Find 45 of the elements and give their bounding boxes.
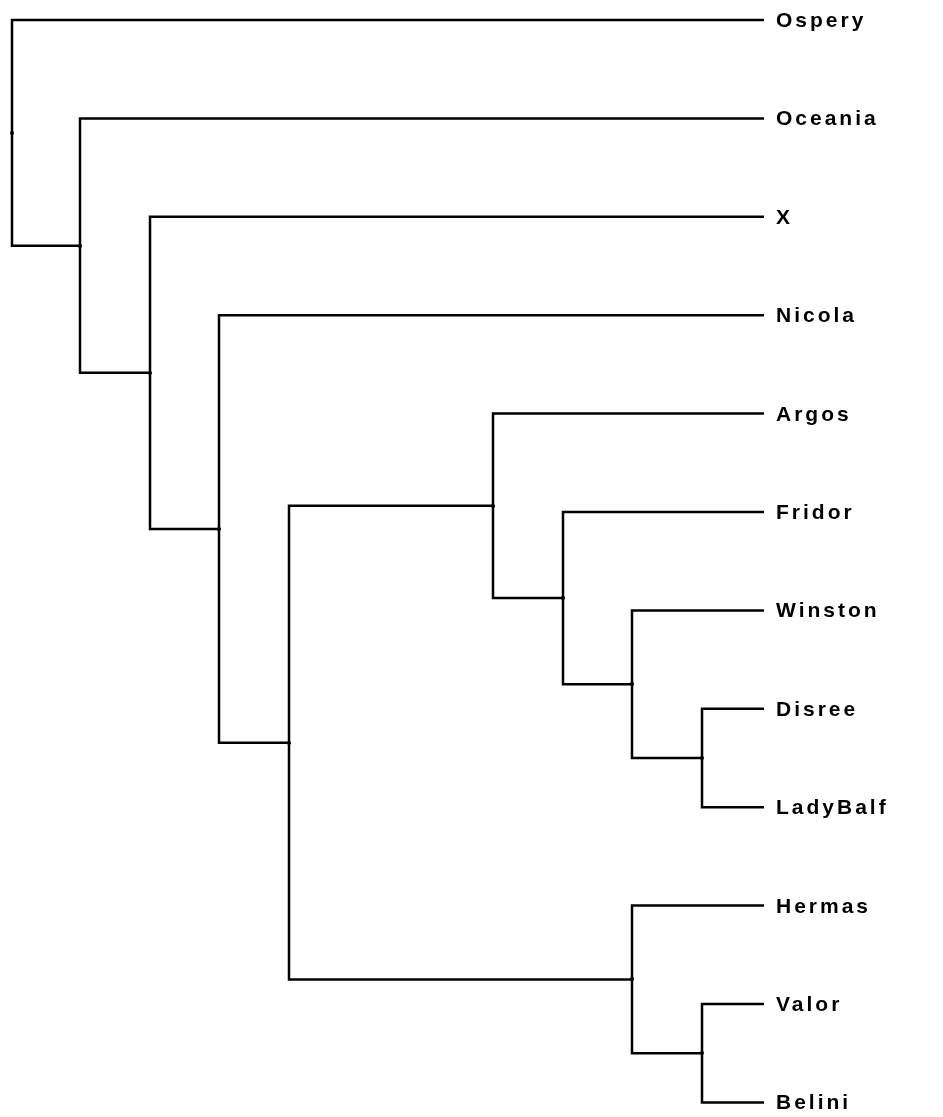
tree-branch bbox=[700, 1002, 764, 1054]
tree-branch bbox=[630, 609, 764, 685]
taxon-label: Hermas bbox=[764, 893, 872, 918]
branch-node bbox=[148, 370, 152, 375]
branch-node bbox=[10, 130, 14, 135]
branch-node bbox=[700, 1051, 704, 1056]
tree-branch bbox=[287, 742, 632, 981]
tree-branch bbox=[561, 510, 764, 599]
taxon-label: Belini bbox=[764, 1090, 852, 1115]
tree-branch bbox=[561, 598, 632, 686]
branch-node bbox=[630, 682, 634, 687]
branch-node bbox=[78, 243, 82, 248]
tree-branch bbox=[491, 505, 563, 600]
branch-node bbox=[491, 503, 495, 508]
taxon-label: Ospery bbox=[764, 8, 867, 32]
tree-branch bbox=[148, 372, 219, 531]
taxon-label: Valor bbox=[764, 992, 843, 1016]
tree-branch bbox=[700, 1053, 764, 1104]
taxon-label: LadyBalf bbox=[764, 795, 889, 820]
tree-branch bbox=[217, 528, 289, 744]
tree-branch bbox=[700, 758, 764, 809]
tree-branch bbox=[10, 132, 80, 247]
tree-branch bbox=[630, 684, 702, 760]
taxon-label: Disree bbox=[764, 696, 859, 721]
branch-node bbox=[561, 596, 565, 601]
branch-node bbox=[287, 740, 291, 745]
taxon-label: Nicola bbox=[764, 303, 858, 328]
branch-node bbox=[630, 977, 634, 982]
tree-branch bbox=[630, 979, 702, 1055]
taxon-label: Winston bbox=[764, 598, 880, 623]
tree-branch bbox=[217, 313, 764, 529]
tree-branch bbox=[10, 18, 764, 133]
tree-branch bbox=[287, 504, 493, 743]
tree-branch bbox=[78, 117, 764, 246]
taxon-label: Fridor bbox=[764, 500, 855, 524]
tree-branch bbox=[148, 215, 764, 373]
tree-branch bbox=[630, 904, 764, 980]
tree-branch bbox=[78, 245, 150, 375]
branch-node bbox=[700, 756, 704, 760]
tree-branch bbox=[700, 707, 764, 758]
tree-branch bbox=[491, 412, 764, 506]
branch-node bbox=[217, 526, 221, 531]
taxon-label: Oceania bbox=[764, 106, 879, 131]
taxon-label: X bbox=[764, 204, 793, 229]
taxon-label: Argos bbox=[764, 401, 852, 426]
